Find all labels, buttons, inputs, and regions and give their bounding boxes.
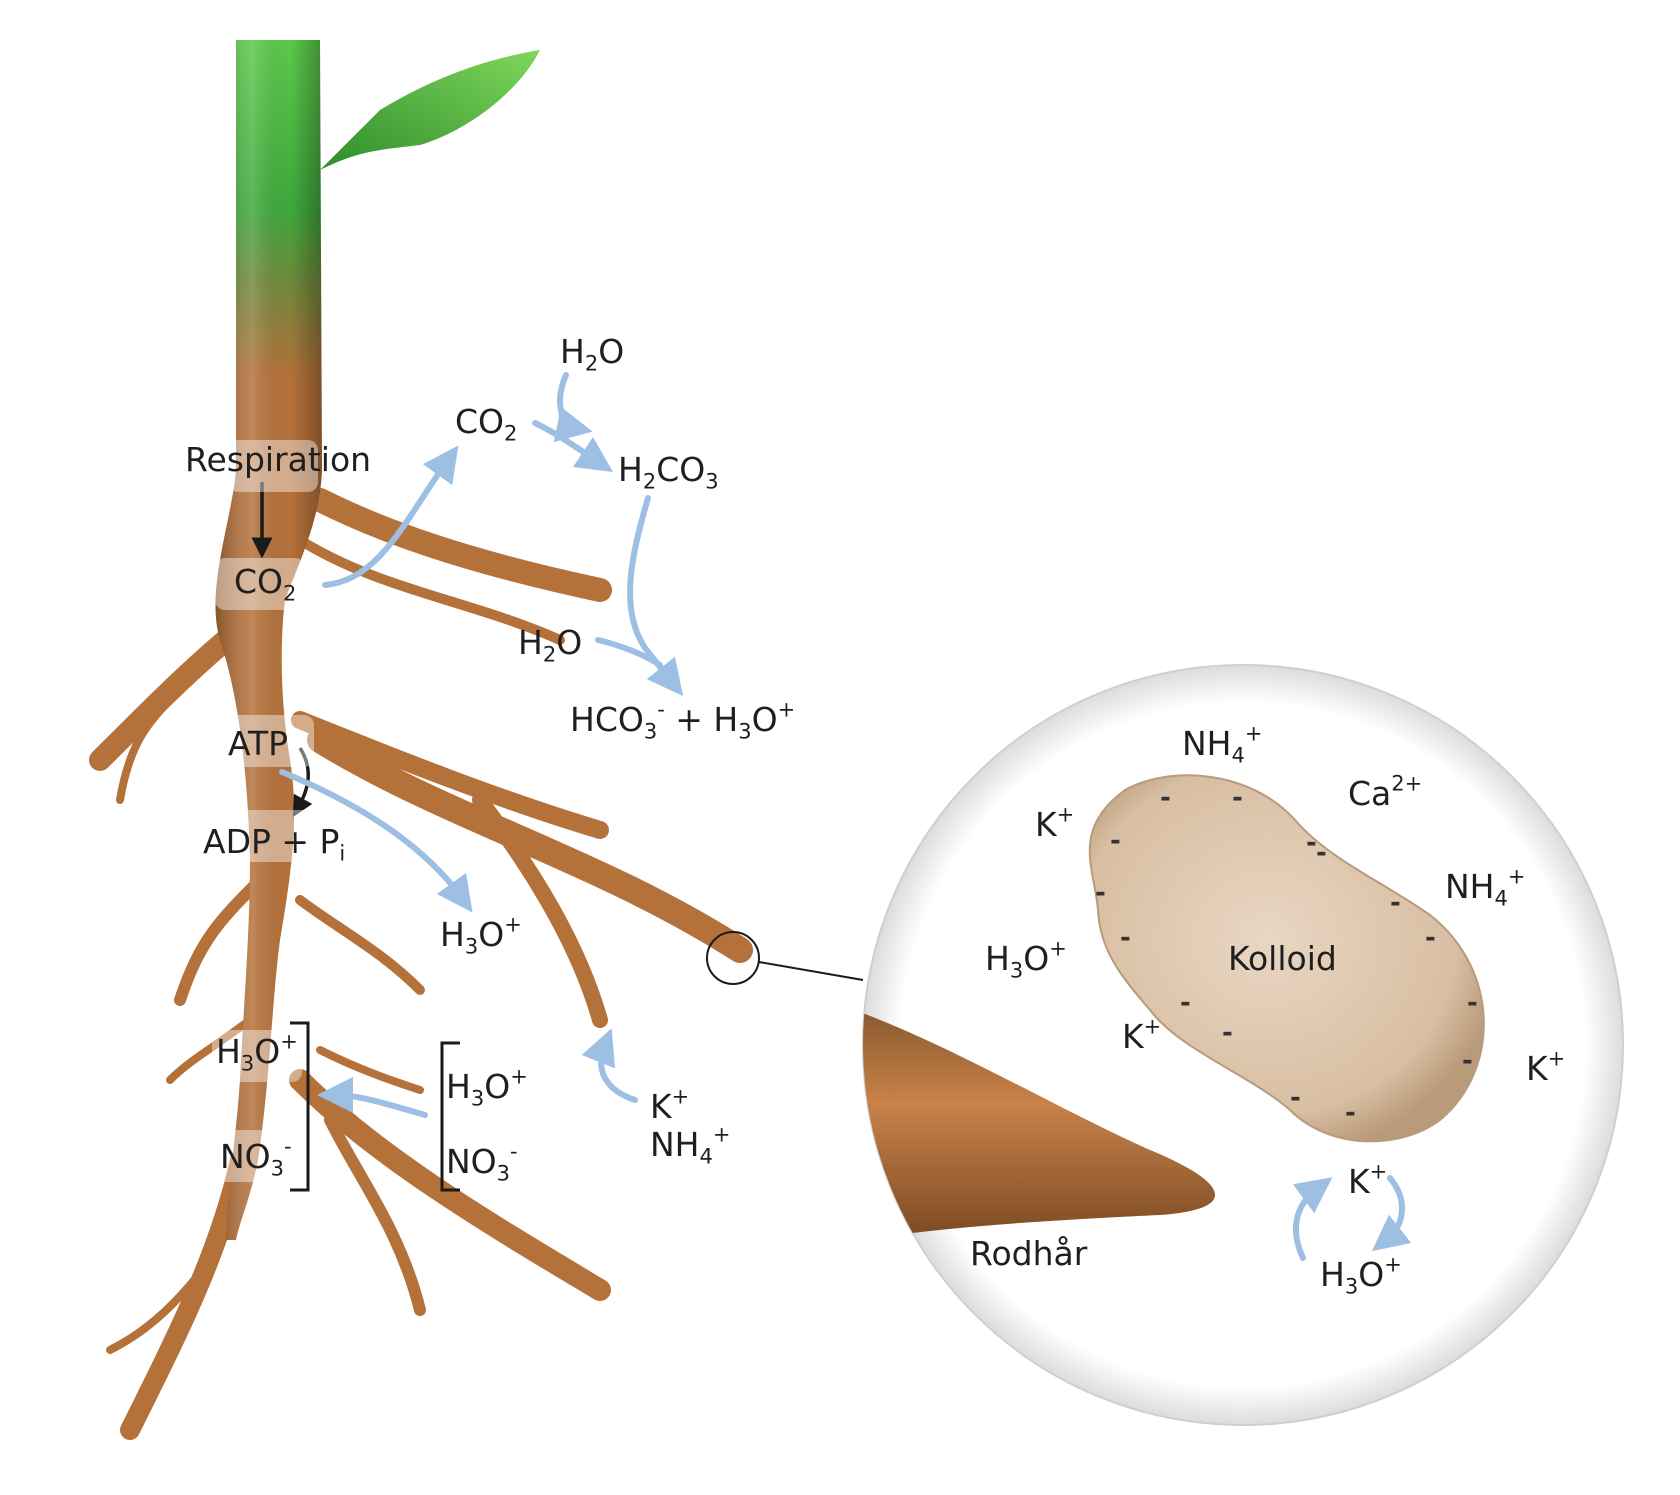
h2o-in-arrow — [553, 372, 593, 443]
exchange-arrows — [1292, 1175, 1412, 1261]
colloid-charge: - — [1160, 783, 1171, 813]
h3o-released-label: H3O+ — [440, 912, 522, 959]
exchange-arrow-down — [1371, 1175, 1412, 1252]
colloid-charge: - — [1467, 988, 1478, 1018]
nitrate-uptake-arrow — [317, 1077, 428, 1118]
colloid-charge: - — [1462, 1046, 1473, 1076]
exchange-arrow-up — [1292, 1177, 1333, 1261]
nutrient-uptake-arrow — [581, 1028, 638, 1103]
h2co3-to-hco3-arrow — [627, 495, 684, 697]
colloid-charge: - — [1095, 878, 1106, 908]
colloid-charge: - — [1180, 988, 1191, 1018]
zoom-line — [758, 961, 864, 981]
co2-band — [215, 558, 305, 610]
atp-label: ATP — [228, 724, 289, 763]
colloid-charge: - — [1345, 1098, 1356, 1128]
leaf — [320, 50, 540, 170]
co2-to-h2co3-arrow — [532, 420, 613, 472]
colloid-charge: - — [1110, 826, 1121, 856]
colloid-charge: - — [1232, 783, 1243, 813]
co2-air-label: CO2 — [455, 402, 518, 446]
colloid-charge: - — [1222, 1018, 1233, 1048]
k-plus-label: K+ — [650, 1084, 690, 1126]
inset-h3o-left: H3O+ — [985, 936, 1067, 983]
inset-k-exchange: K+ — [1348, 1159, 1388, 1201]
colloid-charge: - — [1290, 1083, 1301, 1113]
inset-k-left: K+ — [1035, 802, 1075, 844]
bracket-no3-label: NO3- — [446, 1139, 518, 1186]
adp-pi-label: ADP + Pi — [203, 822, 346, 866]
h3o-root-label: H3O+ — [216, 1029, 298, 1076]
h2o-mid-arrow — [595, 637, 663, 668]
no3-root-label: NO3- — [220, 1134, 292, 1181]
inset-nh4-top: NH4+ — [1182, 721, 1263, 768]
inset-k-right: K+ — [1526, 1046, 1566, 1088]
soil-bracket — [440, 1041, 460, 1192]
respiration-band — [228, 440, 318, 492]
root-system — [89, 488, 753, 1440]
inset-h3o-exchange: H3O+ — [1320, 1252, 1402, 1299]
colloid-charge: - — [1425, 923, 1436, 953]
colloid-charge: - — [1390, 888, 1401, 918]
root-bracket — [290, 1021, 310, 1192]
h2co3-label: H2CO3 — [618, 450, 719, 494]
h2o-mid-label: H2O — [518, 623, 583, 667]
adp-band — [228, 810, 318, 862]
atp-arrow — [292, 747, 313, 818]
process-arrows — [279, 372, 684, 1118]
co2-root-label: CO2 — [234, 562, 297, 606]
atp-band — [222, 715, 314, 767]
no3-band — [212, 1130, 302, 1182]
h3o-release-arrow — [279, 769, 473, 913]
respiration-label: Respiration — [185, 440, 372, 479]
nh4-plus-label: NH4+ — [650, 1122, 731, 1169]
h2o-top-label: H2O — [560, 332, 625, 376]
colloid-charge: - — [1316, 838, 1327, 868]
colloid-charge: - — [1306, 828, 1317, 858]
zoom-marker — [706, 931, 760, 985]
root-hair-label: Rodhår — [970, 1234, 1088, 1273]
colloid-label: Kolloid — [1228, 939, 1337, 978]
bracket-h3o-label: H3O+ — [446, 1064, 528, 1111]
root-hair — [863, 1012, 1215, 1240]
co2-release-arrow — [322, 445, 459, 588]
inset-ca: Ca2+ — [1348, 771, 1423, 813]
inset-k-mid: K+ — [1122, 1014, 1162, 1056]
hco3-h3o-label: HCO3- + H3O+ — [570, 697, 796, 744]
inset-nh4-right: NH4+ — [1445, 864, 1526, 911]
colloid-charge: - — [1120, 923, 1131, 953]
colloid-particle — [1088, 774, 1485, 1143]
h3o-band — [212, 1030, 302, 1082]
